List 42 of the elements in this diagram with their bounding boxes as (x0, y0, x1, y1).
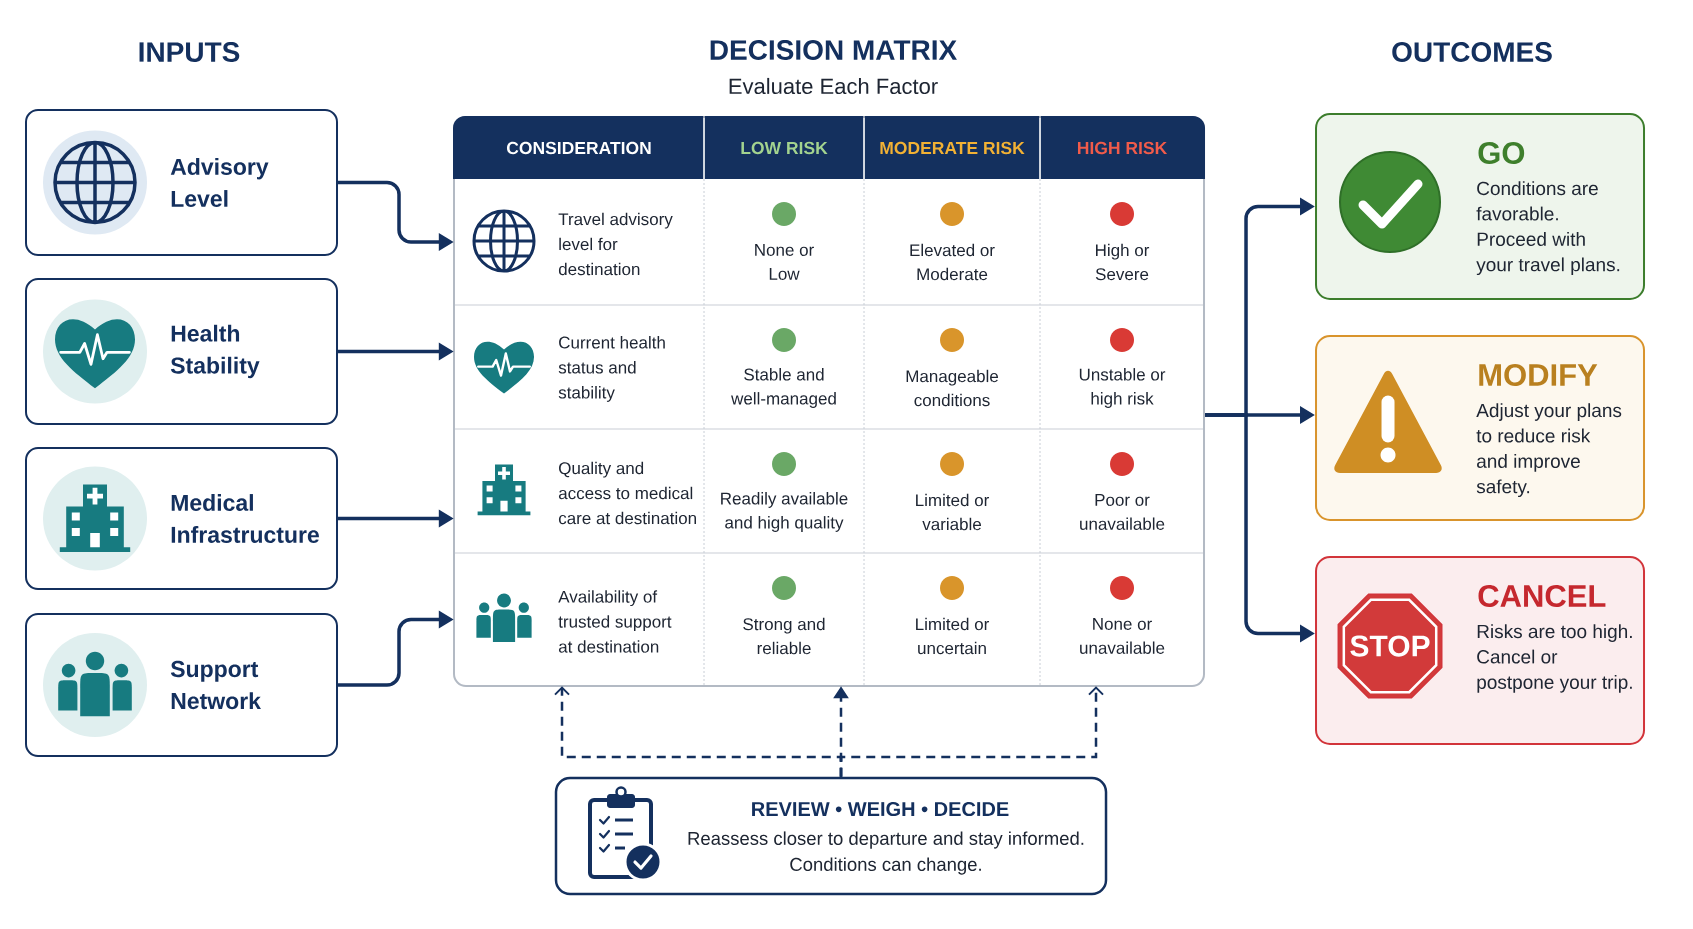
cell-text: None or unavailable (1080, 618, 1165, 654)
cell-text: Limited or variable (916, 493, 990, 531)
cell-text: Poor or unavailable (1080, 494, 1165, 530)
cell-text: Stable and well-managed (731, 368, 836, 408)
input-label: Advisory Level (170, 158, 269, 207)
column-header: HIGH RISK (1040, 116, 1205, 179)
outcome-title: CANCEL (1478, 585, 1606, 607)
outcome-text: Conditions are favorable. Proceed with your travel plans. (1476, 181, 1620, 276)
input-label: Medical Infrastructure (171, 494, 319, 543)
outcome-text: Adjust your plans to reduce risk and improve safety. (1476, 403, 1622, 498)
cell-text: Current health status and stability (558, 336, 665, 402)
cell-text: High or Severe (1095, 243, 1150, 281)
cell-text: Availability of trusted support at destination (558, 590, 672, 653)
node-label: MODERATE RISK (880, 141, 1025, 155)
review-text: Reassess closer to departure and stay informed. Conditions can change. (688, 831, 1084, 875)
outcome-title: MODIFY (1479, 364, 1598, 386)
node-label: HIGH RISK (1077, 141, 1168, 155)
cell-text: Limited or uncertain (916, 617, 990, 655)
cell-text: Readily available and high quality (721, 492, 848, 532)
cell-text: Unstable or high risk (1079, 368, 1166, 408)
review-title: REVIEW • WEIGH • DECIDE (752, 801, 1009, 817)
outcome-text: Risks are too high. Cancel or postpone your trip. (1477, 624, 1632, 693)
node-label: LOW RISK (741, 141, 828, 155)
input-label: Health Stability (170, 324, 260, 379)
arrow (839, 686, 1104, 777)
cell-text: None or Low (755, 244, 814, 280)
stop-sign: STOP (1337, 593, 1443, 699)
input-label: Support Network (170, 660, 261, 710)
matrix-subtitle: Evaluate Each Factor (729, 77, 938, 95)
cell-text: Quality and access to medical care at destination (558, 461, 696, 525)
column-header: CONSIDERATION (453, 116, 704, 179)
section-heading: OUTCOMES (1392, 42, 1552, 62)
column-header: LOW RISK (704, 116, 864, 179)
matrix-title: DECISION MATRIX (710, 40, 957, 60)
section-heading: INPUTS (139, 42, 240, 62)
outcome-title: GO (1478, 142, 1525, 164)
column-header: MODERATE RISK (864, 116, 1040, 179)
cell-text: Elevated or Moderate (910, 243, 995, 281)
cell-text: Strong and reliable (743, 617, 825, 655)
cell-text: Travel advisory level for destination (558, 212, 673, 276)
cell-text: Manageable conditions (906, 369, 999, 407)
node-label: CONSIDERATION (506, 141, 651, 155)
